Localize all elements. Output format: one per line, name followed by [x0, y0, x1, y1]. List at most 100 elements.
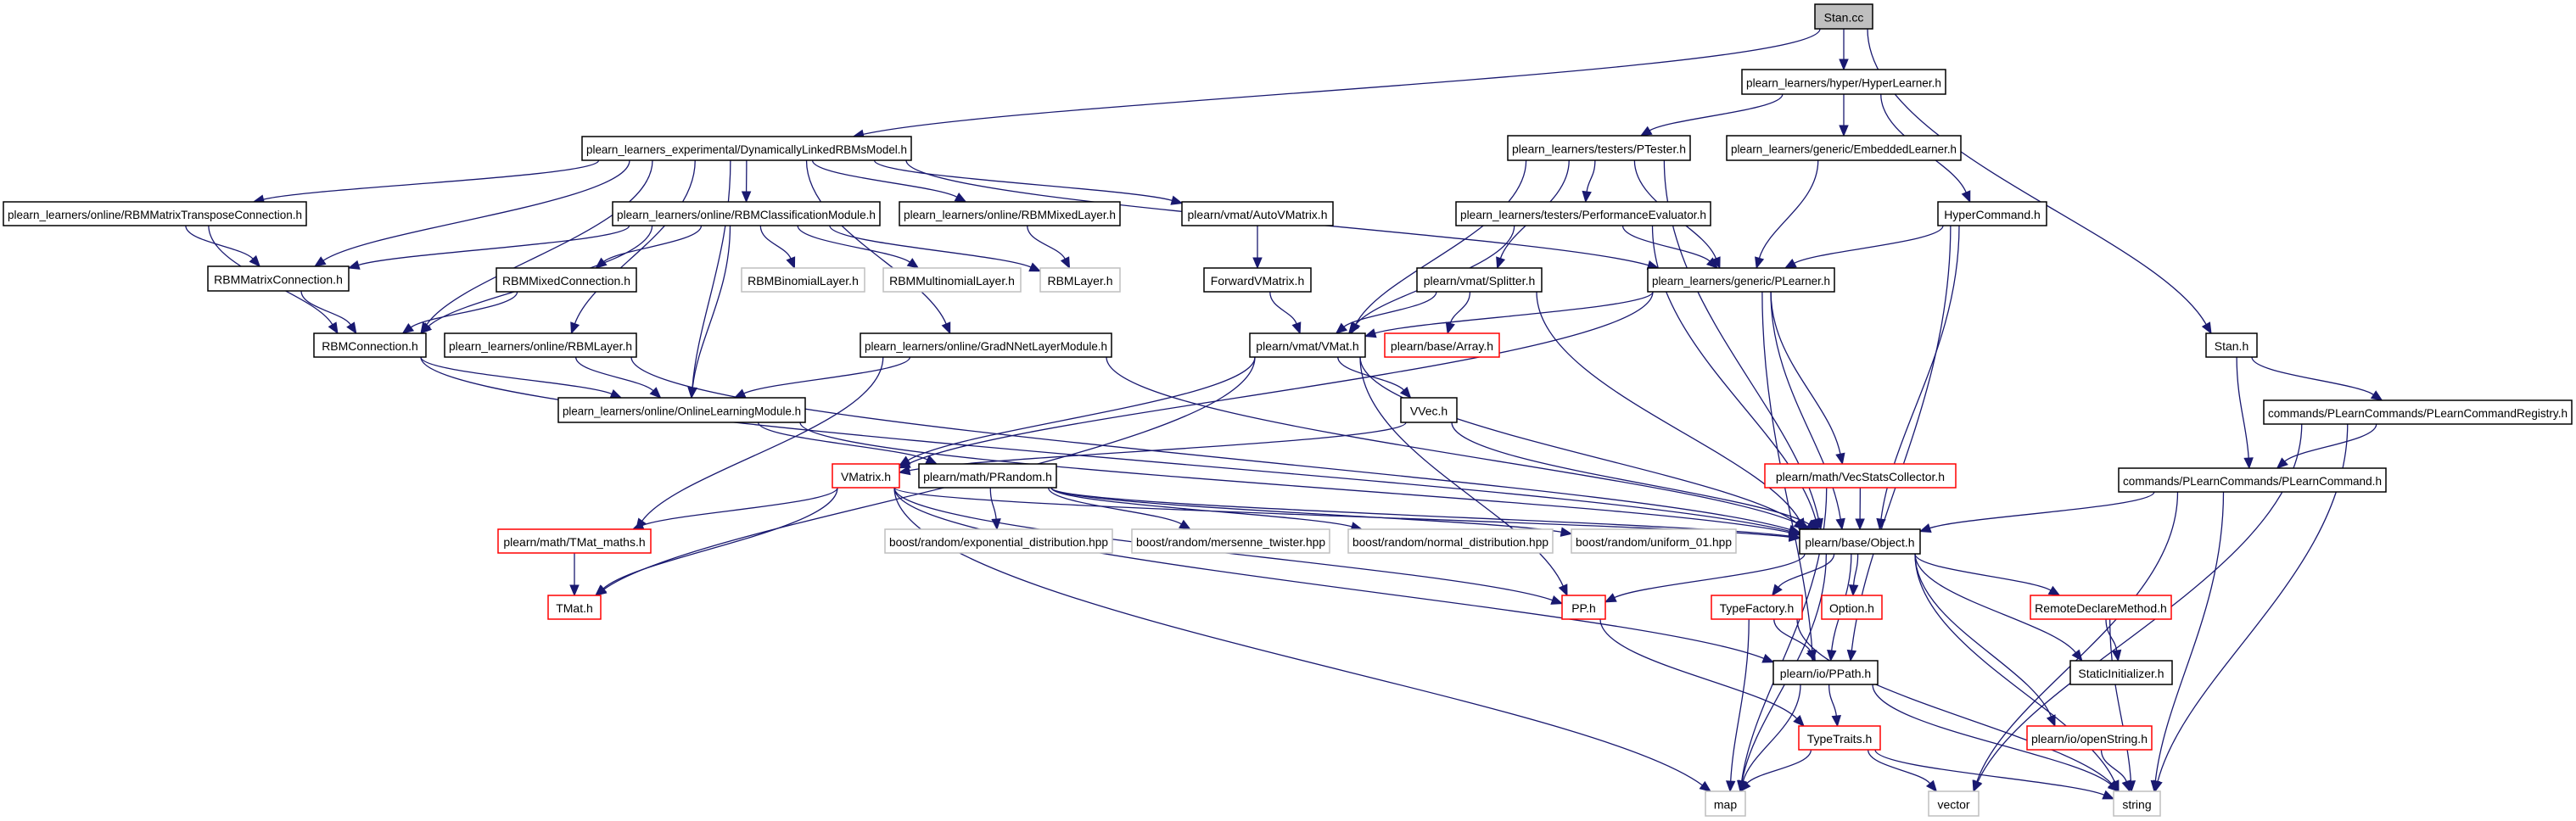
node-box[interactable] — [1181, 201, 1334, 226]
node-hyperlearner[interactable]: plearn_learners/hyper/HyperLearner.h — [1741, 69, 1946, 95]
node-tmat-maths[interactable]: plearn/math/TMat_maths.h — [497, 528, 652, 554]
node-box[interactable] — [1571, 528, 1737, 554]
node-box[interactable] — [1799, 528, 1921, 555]
node-expdist[interactable]: boost/random/exponential_distribution.hp… — [884, 528, 1113, 554]
node-pp[interactable]: PP.h — [1561, 595, 1606, 620]
node-box[interactable] — [612, 201, 881, 226]
node-remotedeclare[interactable]: RemoteDeclareMethod.h — [2030, 595, 2172, 620]
node-box[interactable] — [741, 267, 865, 293]
node-vmat[interactable]: plearn/vmat/VMat.h — [1249, 332, 1366, 358]
node-rbmlayer-h[interactable]: RBMLayer.h — [1039, 267, 1121, 293]
node-rbmmtc[interactable]: plearn_learners/online/RBMMatrixTranspos… — [3, 201, 307, 226]
node-box[interactable] — [547, 595, 602, 620]
node-box[interactable] — [1249, 332, 1366, 358]
node-box[interactable] — [2026, 725, 2153, 751]
node-box[interactable] — [899, 201, 1121, 226]
node-mersenne[interactable]: boost/random/mersenne_twister.hpp — [1131, 528, 1330, 554]
node-box[interactable] — [918, 463, 1057, 489]
node-box[interactable] — [1400, 397, 1458, 423]
node-rbmclass[interactable]: plearn_learners/online/RBMClassification… — [612, 201, 881, 226]
node-vecstats[interactable]: plearn/math/VecStatsCollector.h — [1764, 463, 1957, 489]
node-box[interactable] — [2069, 660, 2173, 685]
node-uniform[interactable]: boost/random/uniform_01.hpp — [1571, 528, 1737, 554]
node-box[interactable] — [497, 528, 652, 554]
node-box[interactable] — [882, 267, 1022, 293]
node-vmatrix[interactable]: VMatrix.h — [832, 463, 900, 489]
node-hypercommand[interactable]: HyperCommand.h — [1937, 201, 2047, 226]
node-box[interactable] — [1741, 69, 1946, 95]
node-box[interactable] — [2205, 332, 2258, 358]
node-ppath[interactable]: plearn/io/PPath.h — [1772, 660, 1879, 685]
node-box[interactable] — [1039, 267, 1121, 293]
node-box[interactable] — [1705, 790, 1746, 817]
node-box[interactable] — [1798, 725, 1881, 751]
node-stan-h[interactable]: Stan.h — [2205, 332, 2258, 358]
node-box[interactable] — [1455, 201, 1711, 226]
node-registry[interactable]: commands/PLearnCommands/PLearnCommandReg… — [2263, 399, 2573, 425]
node-box[interactable] — [444, 332, 637, 358]
node-rbmlayer-online[interactable]: plearn_learners/online/RBMLayer.h — [444, 332, 637, 358]
node-autovmatrix[interactable]: plearn/vmat/AutoVMatrix.h — [1181, 201, 1334, 226]
node-staticinit[interactable]: StaticInitializer.h — [2069, 660, 2173, 685]
node-box[interactable] — [1131, 528, 1330, 554]
node-box[interactable] — [2263, 399, 2573, 425]
node-box[interactable] — [860, 332, 1112, 358]
node-prandom[interactable]: plearn/math/PRandom.h — [918, 463, 1057, 489]
node-option[interactable]: Option.h — [1821, 595, 1883, 620]
node-perfeval[interactable]: plearn_learners/testers/PerformanceEvalu… — [1455, 201, 1711, 226]
node-rbmbinomial[interactable]: RBMBinomialLayer.h — [741, 267, 865, 293]
node-array[interactable]: plearn/base/Array.h — [1384, 332, 1500, 358]
node-map[interactable]: map — [1705, 790, 1746, 817]
node-box[interactable] — [1772, 660, 1879, 685]
node-plearncommand[interactable]: commands/PLearnCommands/PLearnCommand.h — [2118, 467, 2387, 493]
node-box[interactable] — [1814, 3, 1873, 30]
node-box[interactable] — [496, 267, 637, 293]
node-box[interactable] — [1561, 595, 1606, 620]
node-box[interactable] — [2113, 790, 2161, 817]
node-rbmconnection[interactable]: RBMConnection.h — [313, 332, 427, 358]
node-box[interactable] — [1416, 267, 1543, 293]
node-box[interactable] — [2030, 595, 2172, 620]
node-rbmmixedlayer[interactable]: plearn_learners/online/RBMMixedLayer.h — [899, 201, 1121, 226]
node-tmat[interactable]: TMat.h — [547, 595, 602, 620]
node-box[interactable] — [1507, 135, 1691, 161]
node-rbmmultinomial[interactable]: RBMMultinomialLayer.h — [882, 267, 1022, 293]
node-box[interactable] — [2118, 467, 2387, 493]
node-box[interactable] — [884, 528, 1113, 554]
node-box[interactable] — [1203, 267, 1312, 293]
node-box[interactable] — [1347, 528, 1554, 554]
node-box[interactable] — [581, 136, 912, 161]
node-olm[interactable]: plearn_learners/online/OnlineLearningMod… — [557, 397, 806, 423]
node-box[interactable] — [1726, 135, 1962, 161]
node-forwardvmatrix[interactable]: ForwardVMatrix.h — [1203, 267, 1312, 293]
node-box[interactable] — [313, 332, 427, 358]
node-box[interactable] — [1384, 332, 1500, 358]
node-embedded[interactable]: plearn_learners/generic/EmbeddedLearner.… — [1726, 135, 1962, 161]
node-splitter[interactable]: plearn/vmat/Splitter.h — [1416, 267, 1543, 293]
node-box[interactable] — [207, 265, 350, 292]
node-box[interactable] — [3, 201, 307, 226]
node-box[interactable] — [832, 463, 900, 489]
node-box[interactable] — [1647, 267, 1835, 293]
node-rbmmatrixconn[interactable]: RBMMatrixConnection.h — [207, 265, 350, 292]
node-openstring[interactable]: plearn/io/openString.h — [2026, 725, 2153, 751]
node-box[interactable] — [1937, 201, 2047, 226]
node-string[interactable]: string — [2113, 790, 2161, 817]
node-dynlinked[interactable]: plearn_learners_experimental/Dynamically… — [581, 136, 912, 161]
node-vvec[interactable]: VVec.h — [1400, 397, 1458, 423]
node-box[interactable] — [557, 397, 806, 423]
node-stan-cc[interactable]: Stan.cc — [1814, 3, 1873, 30]
node-box[interactable] — [1821, 595, 1883, 620]
node-box[interactable] — [1764, 463, 1957, 489]
node-gradnnet[interactable]: plearn_learners/online/GradNNetLayerModu… — [860, 332, 1112, 358]
node-typetraits[interactable]: TypeTraits.h — [1798, 725, 1881, 751]
node-normaldist[interactable]: boost/random/normal_distribution.hpp — [1347, 528, 1554, 554]
node-object[interactable]: plearn/base/Object.h — [1799, 528, 1921, 555]
node-typefactory[interactable]: TypeFactory.h — [1711, 595, 1803, 620]
node-box[interactable] — [1711, 595, 1803, 620]
node-ptester[interactable]: plearn_learners/testers/PTester.h — [1507, 135, 1691, 161]
node-rbmmixedconn[interactable]: RBMMixedConnection.h — [496, 267, 637, 293]
node-box[interactable] — [1928, 790, 1980, 817]
node-vector[interactable]: vector — [1928, 790, 1980, 817]
node-plearner[interactable]: plearn_learners/generic/PLearner.h — [1647, 267, 1835, 293]
